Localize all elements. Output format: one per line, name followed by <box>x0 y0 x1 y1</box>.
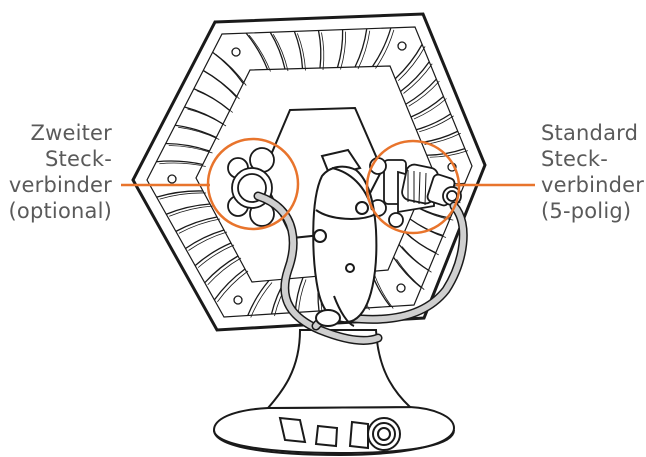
fin-edge <box>196 90 234 113</box>
fin-edge <box>248 34 271 72</box>
fin-edge <box>297 33 306 71</box>
stand <box>212 329 456 457</box>
fin <box>392 256 422 289</box>
fin-edge <box>217 270 249 303</box>
fin-edge <box>250 282 273 318</box>
fin <box>317 30 322 69</box>
mounting-arm <box>312 148 378 327</box>
fin-edge <box>401 246 432 273</box>
fin-edge <box>408 80 440 107</box>
mounting-screws <box>167 41 457 305</box>
fin-edge <box>375 29 395 69</box>
fin-edge <box>207 257 242 286</box>
label-line: verbinder <box>8 173 112 197</box>
fin <box>175 216 218 232</box>
fin-edge <box>429 150 469 158</box>
fin <box>400 61 430 93</box>
fin-edge <box>197 244 235 268</box>
label-line: (optional) <box>8 199 112 223</box>
label-line: Standard <box>541 121 639 145</box>
fin <box>156 160 203 166</box>
fin-edge <box>419 115 454 133</box>
callout-standard-connector <box>365 139 535 235</box>
label-line: verbinder <box>541 173 645 197</box>
callout-second-connector <box>121 137 300 231</box>
second-connector <box>227 147 275 227</box>
fin <box>293 31 304 69</box>
fin <box>336 29 344 68</box>
fin <box>354 28 368 68</box>
fin-edge <box>215 53 247 86</box>
fin-edge <box>178 218 221 234</box>
fin-edge <box>340 31 347 70</box>
fin <box>269 31 286 70</box>
label-line: (5-polig) <box>541 199 632 223</box>
fin <box>245 32 269 70</box>
fin-edge <box>159 192 207 200</box>
fin <box>416 113 451 131</box>
fin-edge <box>407 233 439 256</box>
screw-hole <box>167 174 177 184</box>
label-second-connector: Zweiter Steck- verbinder (optional) <box>0 120 112 224</box>
fin <box>405 78 437 105</box>
fin-edge <box>397 46 426 82</box>
fin <box>185 229 225 250</box>
fin-edge <box>159 162 206 167</box>
screw-hole <box>397 41 407 51</box>
fin <box>194 242 232 267</box>
fin <box>166 203 211 215</box>
fin <box>165 142 210 152</box>
fin <box>247 280 270 316</box>
fin-edge <box>169 205 214 217</box>
fin-edge <box>396 259 425 290</box>
fin <box>156 190 204 198</box>
fin-edge <box>418 207 454 221</box>
fin-edge <box>188 231 228 251</box>
fin-edge <box>403 63 433 94</box>
fin <box>394 44 423 80</box>
fin <box>213 268 246 301</box>
label-line: Zweiter <box>30 121 112 145</box>
fin <box>175 124 217 139</box>
screw-hole <box>233 295 243 305</box>
label-standard-connector: Standard Steck- verbinder (5-polig) <box>541 120 646 224</box>
fin-edge <box>321 32 325 71</box>
fin-edge <box>272 34 289 72</box>
fin-edge <box>187 108 227 127</box>
fin-edge <box>206 72 240 100</box>
label-line: Steck- <box>45 147 112 171</box>
screw-hole <box>396 283 406 293</box>
screw-hole <box>231 47 241 57</box>
fin <box>410 96 444 118</box>
fin <box>204 255 239 284</box>
fin-edge <box>413 98 447 120</box>
fin-edge <box>357 30 371 70</box>
standard-connector <box>369 157 462 228</box>
label-line: Steck- <box>541 147 608 171</box>
fin <box>371 27 392 67</box>
fin-edge <box>178 126 220 140</box>
fin-edge <box>168 145 213 154</box>
